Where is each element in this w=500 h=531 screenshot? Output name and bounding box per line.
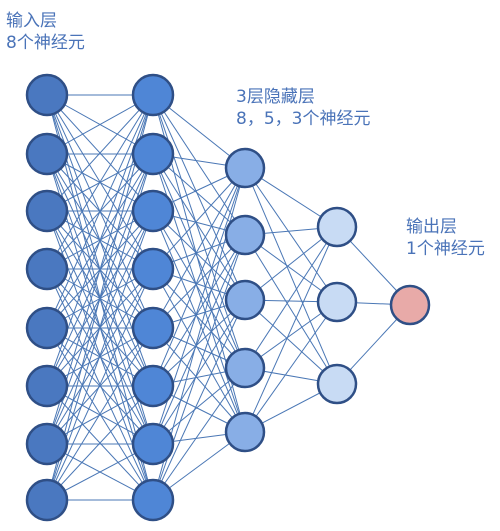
- connection-1-2-2: [152, 210, 246, 301]
- connection-1-3-0: [152, 167, 246, 270]
- neuron-layer4-0: [389, 284, 431, 326]
- neuron-layer1-2: [131, 189, 175, 233]
- connection-1-5-1: [152, 234, 246, 387]
- connection-1-7-3: [152, 367, 246, 501]
- hidden-layers-count: 8，5，3个神经元: [236, 109, 371, 129]
- neuron-layer1-3: [131, 247, 175, 291]
- connection-0-7-3: [46, 268, 154, 501]
- connection-2-4-1: [244, 301, 338, 433]
- connection-0-7-4: [46, 327, 154, 501]
- connection-0-6-4: [46, 327, 154, 445]
- neuron-layer0-4: [25, 306, 69, 350]
- output-layer-count: 1个神经元: [406, 239, 485, 259]
- connection-1-2-3: [152, 210, 246, 369]
- neuron-layer1-5: [131, 364, 175, 408]
- neuron-layer2-3: [224, 347, 266, 389]
- neuron-layer1-7: [131, 478, 175, 522]
- connection-1-0-2: [152, 94, 246, 301]
- neuron-layer1-1: [131, 132, 175, 176]
- connection-1-2-4: [152, 210, 246, 433]
- output-layer-title: 输出层: [406, 217, 457, 237]
- connection-1-3-3: [152, 268, 246, 369]
- output-layer-label: 输出层 1个神经元: [406, 216, 485, 260]
- connection-1-4-1: [152, 234, 246, 329]
- neuron-layer1-6: [131, 422, 175, 466]
- hidden-layers-title: 3层隐藏层: [236, 87, 315, 107]
- neuron-layer1-0: [131, 73, 175, 117]
- neuron-layer1-4: [131, 306, 175, 350]
- connection-1-7-2: [152, 299, 246, 501]
- connection-1-6-1: [152, 234, 246, 445]
- connection-2-2-2: [244, 299, 338, 385]
- neuron-layer3-0: [316, 206, 358, 248]
- connection-0-7-5: [46, 385, 154, 501]
- hidden-layers-label: 3层隐藏层 8，5，3个神经元: [236, 86, 370, 130]
- connection-2-4-0: [244, 226, 338, 433]
- neuron-layer0-5: [25, 364, 69, 408]
- connection-2-0-1: [244, 167, 338, 303]
- neuron-layer2-4: [224, 411, 266, 453]
- input-layer-title: 输入层: [6, 11, 57, 31]
- connection-2-1-2: [244, 234, 338, 385]
- neuron-layer0-1: [25, 132, 69, 176]
- neuron-layer0-7: [25, 478, 69, 522]
- connection-1-1-2: [152, 153, 246, 301]
- neurons: [25, 73, 431, 522]
- connection-0-3-0: [46, 94, 154, 270]
- connection-1-4-4: [152, 327, 246, 433]
- connection-1-6-2: [152, 299, 246, 445]
- neuron-layer0-3: [25, 247, 69, 291]
- neuron-layer0-0: [25, 73, 69, 117]
- neuron-layer0-6: [25, 422, 69, 466]
- connection-2-3-0: [244, 226, 338, 369]
- connection-1-3-4: [152, 268, 246, 433]
- input-layer-count: 8个神经元: [6, 33, 85, 53]
- connection-1-5-0: [152, 167, 246, 387]
- neuron-layer0-2: [25, 189, 69, 233]
- connection-1-0-1: [152, 94, 246, 236]
- neuron-layer3-1: [316, 281, 358, 323]
- connection-2-0-2: [244, 167, 338, 385]
- neuron-layer2-1: [224, 214, 266, 256]
- neuron-layer2-0: [224, 147, 266, 189]
- input-layer-label: 输入层 8个神经元: [6, 10, 85, 54]
- neuron-layer3-2: [316, 363, 358, 405]
- connection-1-4-0: [152, 167, 246, 329]
- connection-0-2-0: [46, 94, 154, 212]
- connection-0-4-0: [46, 94, 154, 329]
- neuron-layer2-2: [224, 279, 266, 321]
